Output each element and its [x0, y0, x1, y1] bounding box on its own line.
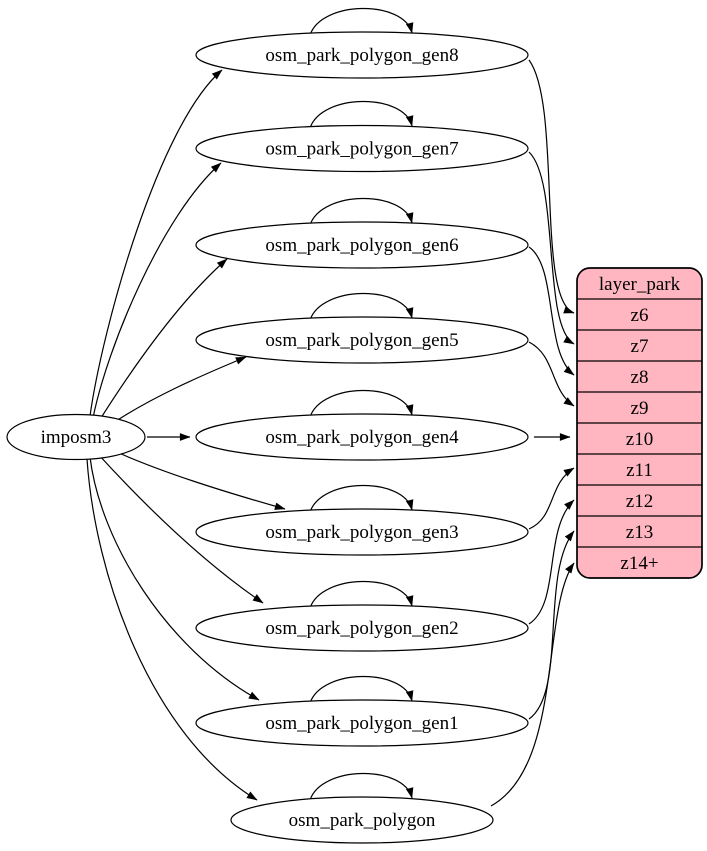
- row-z8: z8: [631, 367, 649, 388]
- row-z13: z13: [626, 522, 653, 543]
- gen8-label: osm_park_polygon_gen8: [265, 45, 458, 66]
- layer-park-title: layer_park: [599, 274, 681, 295]
- node-osm-park-polygon-gen7: osm_park_polygon_gen7: [195, 124, 529, 173]
- row-z7: z7: [631, 336, 649, 357]
- imposm3-ellipse: [6, 413, 146, 461]
- row-z6: z6: [631, 305, 649, 326]
- gen2-ellipse: [195, 604, 529, 652]
- edge-imposm3-to-gen7: [92, 162, 222, 419]
- row-z10: z10: [626, 429, 653, 450]
- self-loop-gen7: [309, 100, 414, 129]
- gen8-ellipse: [195, 31, 529, 79]
- row-z9: z9: [631, 398, 649, 419]
- edge-gen2-to-z12: [528, 499, 575, 625]
- edge-imposm3-to-gen8: [89, 69, 223, 417]
- edge-polygon-to-z14: [490, 562, 575, 807]
- node-osm-park-polygon-gen3: osm_park_polygon_gen3: [195, 508, 529, 556]
- node-osm-park-polygon-gen4: osm_park_polygon_gen4: [195, 413, 529, 461]
- row-z11: z11: [626, 460, 653, 481]
- node-osm-park-polygon-gen8: osm_park_polygon_gen8: [195, 31, 529, 79]
- self-loop-gen4: [309, 389, 414, 418]
- self-loop-gen3: [309, 484, 414, 513]
- gen6-label: osm_park_polygon_gen6: [265, 235, 458, 256]
- self-loop-gen8: [309, 7, 414, 36]
- row-z12: z12: [626, 491, 653, 512]
- gen6-ellipse: [195, 221, 529, 269]
- edge-imposm3-to-gen5: [109, 356, 247, 426]
- node-layer-park: layer_park z6 z7 z8 z9 z10 z11 z12 z13 z…: [576, 267, 703, 579]
- row-z14plus: z14+: [620, 553, 658, 574]
- edge-gen6-to-z8: [528, 246, 575, 376]
- self-loop-gen2: [309, 580, 414, 609]
- gen5-label: osm_park_polygon_gen5: [265, 330, 458, 351]
- edge-imposm3-to-gen6: [98, 258, 228, 422]
- gen4-label: osm_park_polygon_gen4: [265, 427, 459, 448]
- gen3-ellipse: [195, 508, 529, 556]
- edge-gen3-to-z11: [528, 467, 575, 530]
- self-loop-gen1: [309, 675, 414, 704]
- self-loop-polygon: [309, 772, 414, 801]
- edge-imposm3-to-gen2: [97, 453, 264, 604]
- edge-gen7-to-z7: [528, 151, 575, 345]
- edge-imposm3-to-gen3: [109, 448, 286, 510]
- self-loop-gen6: [309, 197, 414, 226]
- gen5-ellipse: [195, 316, 529, 364]
- node-imposm3: imposm3: [6, 413, 146, 461]
- edges-from-source: [86, 69, 286, 801]
- edges-to-layer: [490, 59, 575, 807]
- edge-imposm3-to-gen1: [89, 456, 260, 701]
- gen2-label: osm_park_polygon_gen2: [265, 618, 458, 639]
- self-loop-gen5: [309, 292, 414, 321]
- gen7-label: osm_park_polygon_gen7: [265, 139, 458, 160]
- polygon-label: osm_park_polygon: [289, 810, 436, 831]
- node-osm-park-polygon: osm_park_polygon: [230, 796, 494, 844]
- polygon-ellipse: [230, 796, 494, 844]
- node-osm-park-polygon-gen5: osm_park_polygon_gen5: [195, 316, 529, 364]
- edge-imposm3-to-polygon: [86, 458, 258, 801]
- gen3-label: osm_park_polygon_gen3: [265, 522, 458, 543]
- edge-gen1-to-z13: [528, 530, 575, 720]
- gen7-ellipse: [195, 124, 529, 173]
- node-osm-park-polygon-gen1: osm_park_polygon_gen1: [195, 699, 529, 747]
- node-osm-park-polygon-gen6: osm_park_polygon_gen6: [195, 221, 529, 269]
- node-osm-park-polygon-gen2: osm_park_polygon_gen2: [195, 604, 529, 652]
- gen1-label: osm_park_polygon_gen1: [265, 713, 458, 734]
- edge-gen5-to-z9: [528, 341, 575, 407]
- gen4-ellipse: [195, 413, 529, 461]
- imposm3-label: imposm3: [41, 427, 112, 448]
- edge-gen8-to-z6: [528, 59, 575, 314]
- gen1-ellipse: [195, 699, 529, 747]
- self-loops: [309, 7, 414, 801]
